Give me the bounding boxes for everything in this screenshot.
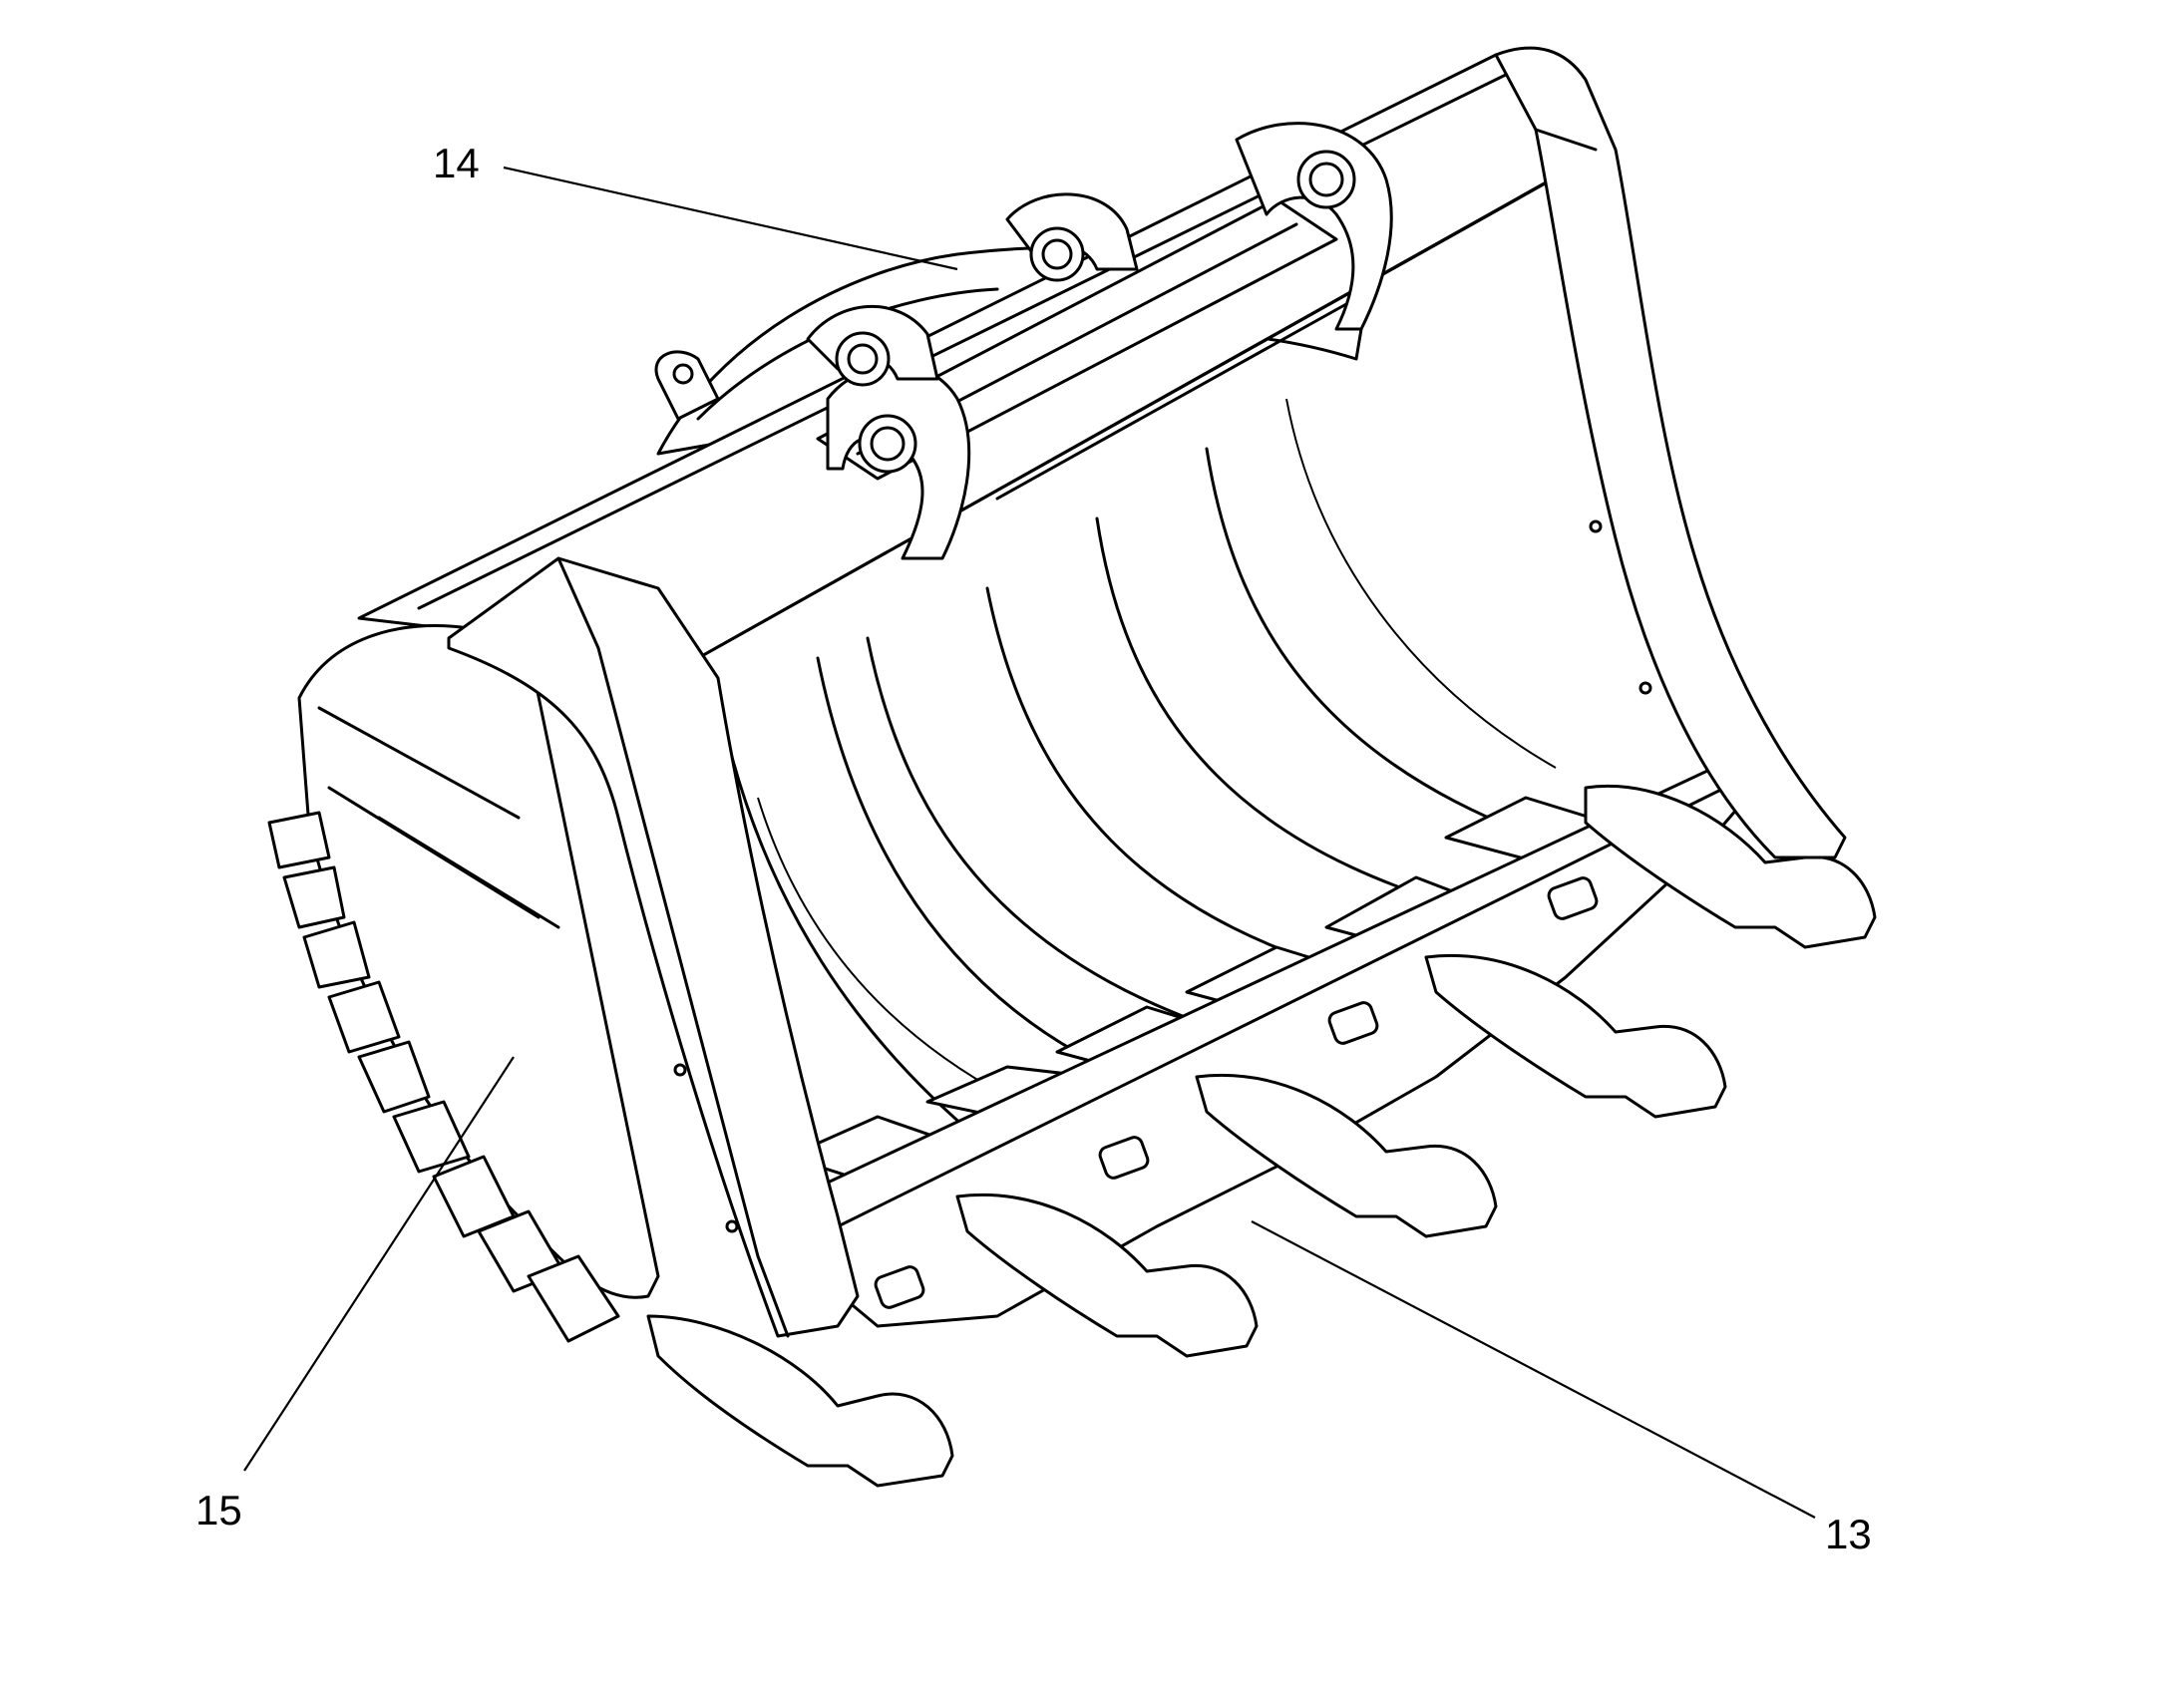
leader-13	[1251, 1220, 1816, 1519]
side-wear-segments	[267, 811, 620, 1343]
leader-lines	[243, 166, 1816, 1519]
tooth	[1195, 1074, 1498, 1238]
leader-14	[503, 166, 958, 271]
callout-14: 14	[433, 140, 480, 186]
right-frame-arm	[1494, 46, 1847, 859]
retainer-bosses	[874, 876, 1599, 1309]
left-frame-arm	[447, 556, 860, 1338]
tooth	[1424, 954, 1727, 1119]
pin-bracket-mid	[806, 304, 939, 387]
leader-15	[243, 1056, 515, 1472]
tooth	[1584, 785, 1877, 949]
pin-bracket-rear-left	[1005, 192, 1139, 282]
left-side-plate	[297, 624, 660, 1299]
tooth	[646, 1314, 954, 1488]
tooth	[955, 1194, 1259, 1358]
callout-15: 15	[195, 1487, 242, 1534]
callout-13: 13	[1825, 1511, 1872, 1557]
teeth	[646, 785, 1877, 1488]
lifting-lug	[654, 350, 720, 421]
pin-bracket-rear-right	[1235, 122, 1393, 331]
